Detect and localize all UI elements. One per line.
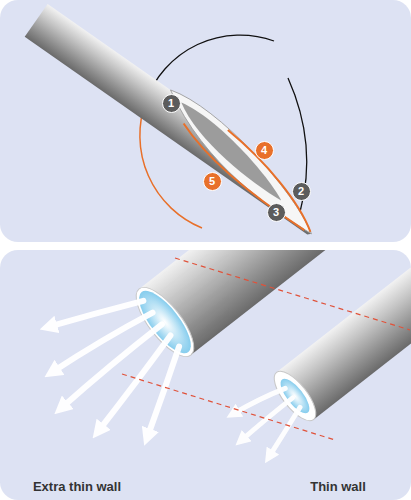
callout-number: 2 xyxy=(292,182,311,201)
callout-number: 3 xyxy=(267,203,286,222)
callout-number: 4 xyxy=(255,141,274,160)
callout-number: 1 xyxy=(162,94,181,113)
callout-number: 5 xyxy=(203,172,222,191)
wall-label: Thin wall xyxy=(310,479,366,494)
panel xyxy=(0,0,411,242)
wall-label: Extra thin wall xyxy=(33,479,121,494)
